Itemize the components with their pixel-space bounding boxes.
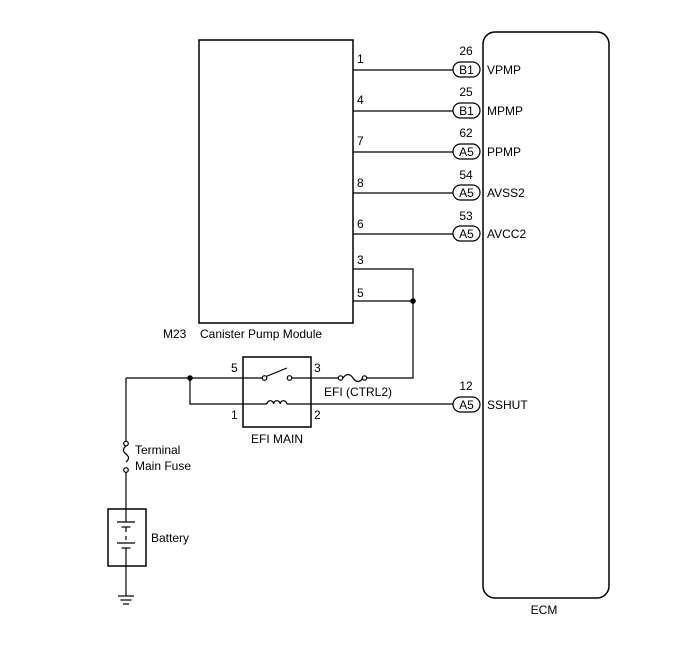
signal-row-mpmp: 4 25 B1 MPMP (353, 85, 523, 119)
signal-row-avcc2: 6 53 A5 AVCC2 (353, 209, 526, 242)
relay-box (242, 356, 312, 428)
signal-name: VPMP (487, 63, 521, 77)
signal-name: SSHUT (487, 398, 528, 412)
signal-name: AVCC2 (487, 227, 526, 241)
connector-pill (452, 61, 481, 78)
module-pin-number: 7 (357, 134, 364, 148)
module-id-label: M23 (163, 327, 187, 341)
module-pin-number: 1 (357, 52, 364, 66)
relay-external-wiring (126, 375, 453, 405)
module-name-label: Canister Pump Module (200, 327, 322, 341)
ground-icon (118, 566, 134, 605)
connector-pill (452, 396, 481, 413)
connector-code: B1 (459, 104, 474, 118)
signal-name: MPMP (487, 104, 523, 118)
efi-ctrl2-fuse: EFI (CTRL2) (321, 373, 392, 399)
signal-row-ppmp: 7 62 A5 PPMP (353, 126, 521, 160)
signal-name: AVSS2 (487, 186, 525, 200)
battery-box (107, 508, 147, 567)
efi-main-relay: EFI MAIN 5 3 1 2 (231, 356, 321, 446)
connector-pill (452, 225, 481, 242)
connector-pill (452, 184, 481, 201)
module-pin-number: 5 (357, 286, 364, 300)
module-pin-number: 8 (357, 176, 364, 190)
ecm-box (482, 31, 610, 599)
ecm-pin-number: 12 (459, 379, 473, 393)
ecm-pin-number: 62 (459, 126, 473, 140)
relay-pin-number: 3 (314, 361, 321, 375)
signal-row-avss2: 8 54 A5 AVSS2 (353, 168, 525, 201)
ecm-label: ECM (531, 603, 558, 617)
relay-pin-number: 1 (231, 408, 238, 422)
relay-label: EFI MAIN (251, 432, 303, 446)
main-fuse-label-line1: Terminal (135, 443, 180, 457)
module-pin-number: 6 (357, 217, 364, 231)
relay-pin-number: 5 (231, 361, 238, 375)
main-fuse: Terminal Main Fuse (122, 378, 191, 509)
connector-code: A5 (459, 398, 474, 412)
connector-pill (452, 143, 481, 160)
connector-code: A5 (459, 227, 474, 241)
module-pin-number: 3 (357, 253, 364, 267)
main-fuse-label-line2: Main Fuse (135, 459, 191, 473)
signal-row-sshut: 12 A5 SSHUT (452, 379, 528, 413)
module-power-wiring: 3 5 (353, 253, 416, 379)
signal-name: PPMP (487, 145, 521, 159)
splice-dot (410, 298, 416, 304)
battery: Battery (107, 508, 189, 567)
module-pin-number: 4 (357, 93, 364, 107)
connector-code: A5 (459, 145, 474, 159)
ecm-pin-number: 53 (459, 209, 473, 223)
signal-row-vpmp: 1 26 B1 VPMP (353, 44, 521, 78)
connector-code: A5 (459, 186, 474, 200)
connector-code: B1 (459, 63, 474, 77)
canister-pump-module-box (198, 39, 354, 324)
battery-label: Battery (151, 531, 189, 545)
fuse-label: EFI (CTRL2) (324, 385, 392, 399)
ecm-pin-number: 25 (459, 85, 473, 99)
ecm-pin-number: 26 (459, 44, 473, 58)
relay-pin-number: 2 (314, 408, 321, 422)
connector-pill (452, 102, 481, 119)
ecm-pin-number: 54 (459, 168, 473, 182)
